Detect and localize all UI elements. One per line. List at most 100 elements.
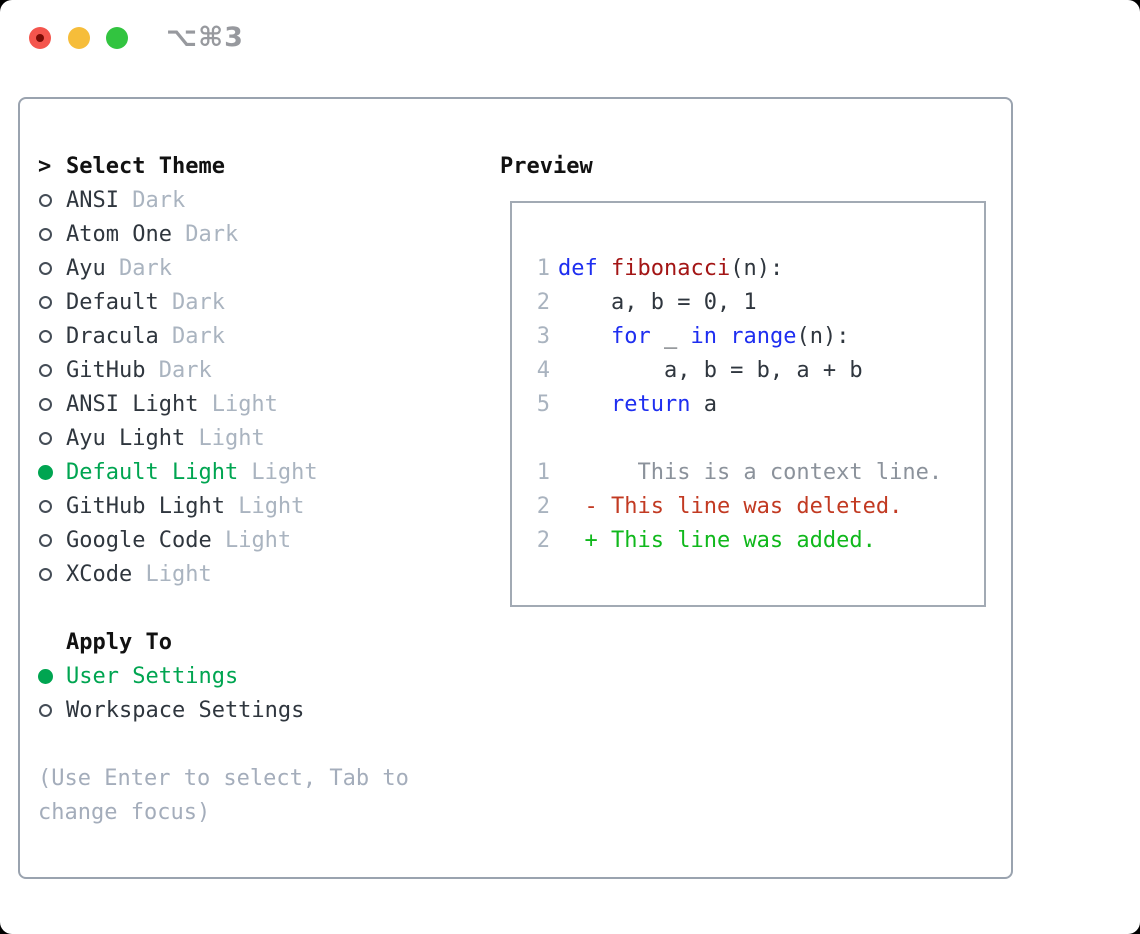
line-number: 1 xyxy=(536,459,550,485)
radio-icon xyxy=(38,567,66,581)
code-token: a xyxy=(690,391,717,417)
code-token: This is a context line. xyxy=(558,459,943,485)
theme-variant: Dark xyxy=(171,221,239,247)
radio-icon xyxy=(38,431,66,445)
theme-name: XCode xyxy=(66,561,133,587)
code-line xyxy=(530,421,984,455)
prompt-caret-icon: > xyxy=(38,153,52,179)
hint-line-2: change focus) xyxy=(38,799,211,825)
theme-name: Google Code xyxy=(66,527,212,553)
theme-option[interactable]: ANSI Dark xyxy=(38,183,409,217)
code-token xyxy=(598,256,611,281)
apply-to-header: Apply To xyxy=(38,625,409,659)
titlebar: ⌥⌘3 xyxy=(0,0,1140,97)
window-title: ⌥⌘3 xyxy=(166,22,244,53)
theme-name: ANSI Light xyxy=(66,391,199,417)
theme-variant: Dark xyxy=(105,255,172,281)
radio-icon xyxy=(38,227,66,241)
select-theme-header-label: Select Theme xyxy=(66,153,225,179)
apply-to-option[interactable]: User Settings xyxy=(38,659,409,693)
theme-name: Dracula xyxy=(66,323,159,349)
code-token: a, b = 0, 1 xyxy=(558,289,757,315)
code-token: in xyxy=(690,323,717,349)
maximize-button[interactable] xyxy=(106,27,128,49)
code-token xyxy=(717,324,730,349)
radio-selected-icon xyxy=(38,668,66,684)
theme-variant: Light xyxy=(185,425,265,451)
theme-option[interactable]: Dracula Dark xyxy=(38,319,409,353)
code-token: (n): xyxy=(730,255,784,281)
code-token: (n): xyxy=(796,323,850,349)
code-token: _ xyxy=(650,323,691,349)
code-line: 1 This is a context line. xyxy=(530,455,984,489)
theme-variant: Light xyxy=(238,459,318,485)
line-number: 2 xyxy=(536,289,550,315)
apply-to-label: User Settings xyxy=(66,663,239,689)
code-token: for xyxy=(610,323,651,349)
code-line: 2 a, b = 0, 1 xyxy=(530,285,984,319)
theme-option[interactable]: Ayu Light Light xyxy=(38,421,409,455)
theme-name: Default Light xyxy=(66,459,239,485)
code-token: + This line was added. xyxy=(558,527,876,553)
theme-option[interactable]: Google Code Light xyxy=(38,523,409,557)
code-token: range xyxy=(730,323,797,349)
minimize-button[interactable] xyxy=(68,27,90,49)
code-line: 5 return a xyxy=(530,387,984,421)
theme-option[interactable]: GitHub Light Light xyxy=(38,489,409,523)
radio-icon xyxy=(38,295,66,309)
spacer-line xyxy=(38,591,409,625)
radio-icon xyxy=(38,397,66,411)
radio-icon xyxy=(38,533,66,547)
hint-text: (Use Enter to select, Tab to change focu… xyxy=(38,761,409,829)
theme-name: Ayu Light xyxy=(66,425,186,451)
theme-variant: Light xyxy=(211,527,292,553)
line-number: 2 xyxy=(536,527,550,553)
theme-variant: Light xyxy=(132,561,212,587)
theme-option[interactable]: ANSI Light Light xyxy=(38,387,409,421)
apply-to-option[interactable]: Workspace Settings xyxy=(38,693,409,727)
code-token: return xyxy=(610,391,691,417)
theme-name: GitHub Light xyxy=(66,493,225,519)
theme-option[interactable]: Default Light Light xyxy=(38,455,409,489)
preview-header: Preview xyxy=(500,153,593,179)
hint-line-1: (Use Enter to select, Tab to xyxy=(38,765,409,791)
line-number: 4 xyxy=(536,357,550,383)
code-token xyxy=(558,324,611,349)
radio-icon xyxy=(38,329,66,343)
select-theme-header: > Select Theme xyxy=(38,149,409,183)
code-token: def xyxy=(558,255,598,281)
line-number: 3 xyxy=(536,323,550,349)
theme-name: Default xyxy=(66,289,159,315)
spacer-line xyxy=(38,727,409,761)
theme-option[interactable]: XCode Light xyxy=(38,557,409,591)
code-token xyxy=(558,392,611,417)
apply-to-label: Workspace Settings xyxy=(66,697,305,723)
theme-option[interactable]: GitHub Dark xyxy=(38,353,409,387)
code-line: 2 - This line was deleted. xyxy=(530,489,984,523)
theme-variant: Light xyxy=(224,493,305,519)
code-line: 3 for _ in range(n): xyxy=(530,319,984,353)
code-line: 1 def fibonacci(n): xyxy=(530,251,984,285)
radio-icon xyxy=(38,193,66,207)
code-token: - This line was deleted. xyxy=(558,493,903,519)
radio-icon xyxy=(38,499,66,513)
theme-variant: Dark xyxy=(145,357,212,383)
theme-name: Ayu xyxy=(66,255,106,281)
close-button[interactable] xyxy=(29,27,51,49)
theme-variant: Dark xyxy=(158,289,225,315)
theme-name: ANSI xyxy=(66,187,119,213)
theme-option[interactable]: Default Dark xyxy=(38,285,409,319)
theme-option[interactable]: Ayu Dark xyxy=(38,251,409,285)
code-token: fibonacci xyxy=(611,255,731,281)
line-number: 1 xyxy=(536,255,550,281)
theme-option[interactable]: Atom One Dark xyxy=(38,217,409,251)
line-number: 5 xyxy=(536,391,550,417)
radio-icon xyxy=(38,363,66,377)
